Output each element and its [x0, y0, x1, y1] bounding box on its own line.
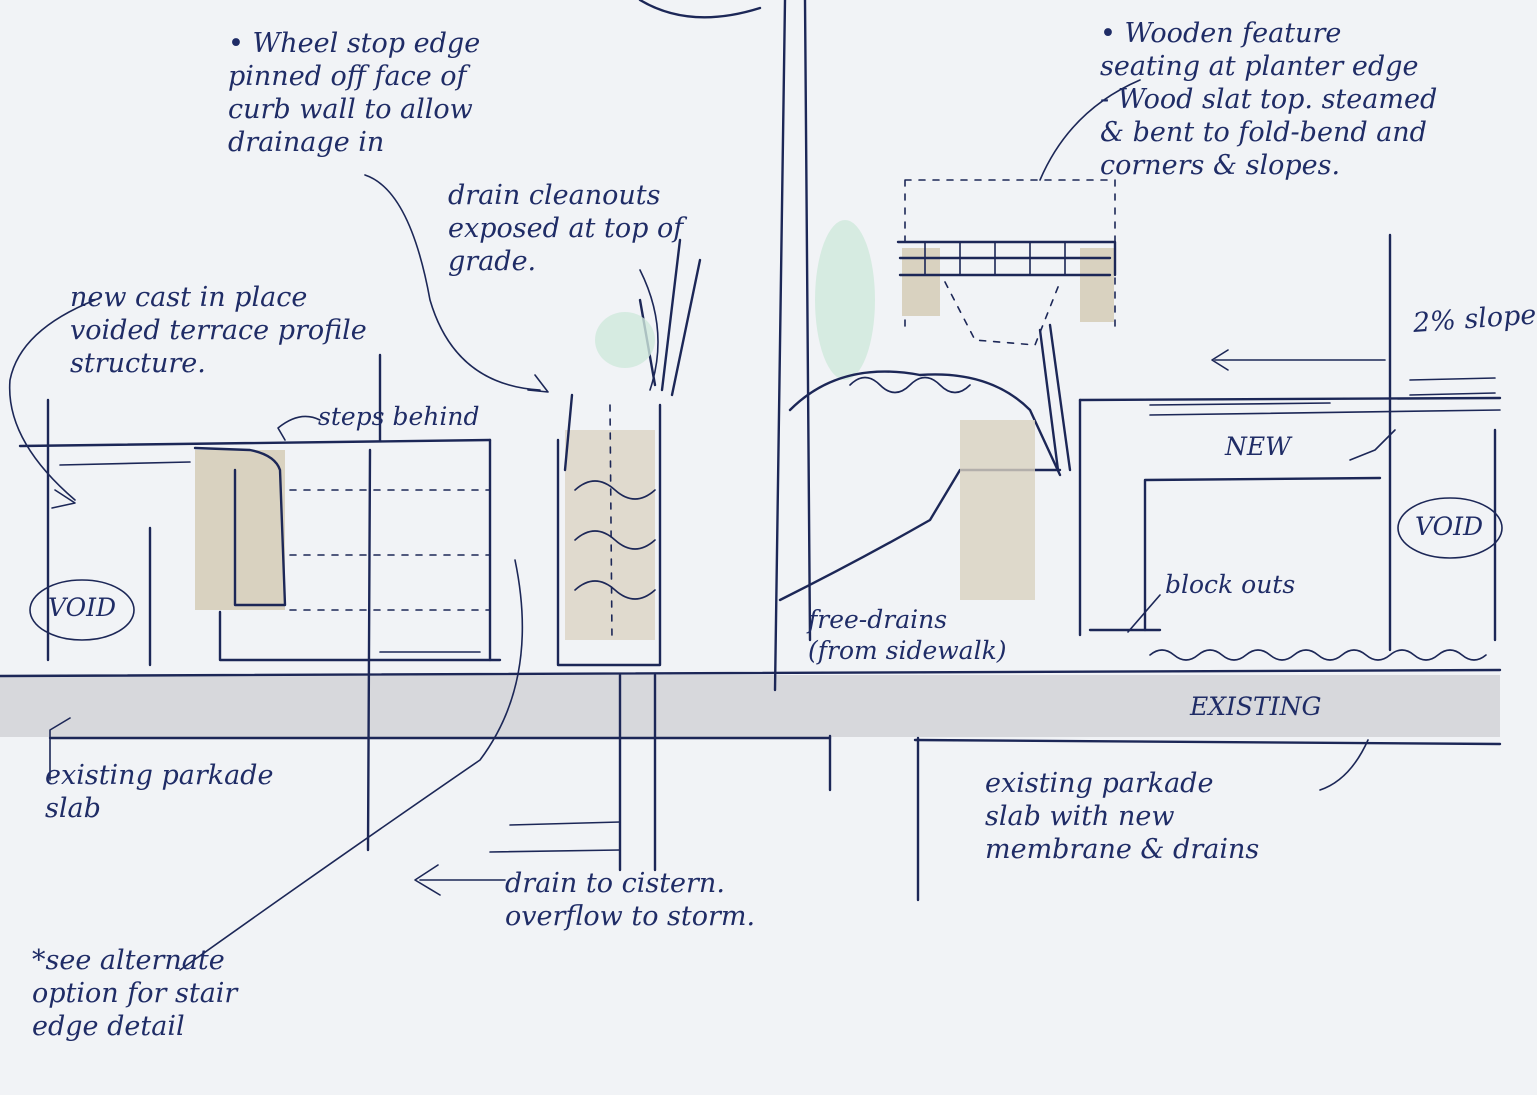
- leader-block-outs: [1127, 594, 1161, 633]
- planting-wash-2: [815, 220, 875, 380]
- leader-seating: [1039, 79, 1141, 181]
- planter-gravel: [574, 480, 656, 600]
- arrowhead-wheel-stop: [527, 374, 549, 393]
- seat-end-right: [1080, 248, 1114, 322]
- planter-edge-strip: [563, 393, 574, 472]
- terrace-vertical-cut: [366, 448, 372, 852]
- label-existing: EXISTING: [1190, 692, 1322, 721]
- block-out-wall: [1078, 398, 1162, 637]
- note-steps-behind: steps behind: [318, 402, 480, 431]
- note-wooden-seating: • Wooden feature seating at planter edge…: [1100, 18, 1438, 181]
- seat-slats: [896, 240, 1117, 277]
- tree-branch: [638, 0, 762, 19]
- leader-wheel-stop: [364, 174, 541, 391]
- note-cleanouts: drain cleanouts exposed at top of grade.: [448, 180, 684, 277]
- leader-cleanouts: [639, 269, 659, 391]
- void-left-bubble: [29, 579, 135, 641]
- leader-terrace: [8, 299, 96, 501]
- planter-edge-right: [1038, 323, 1072, 472]
- sketch-sheet: • Wheel stop edge pinned off face of cur…: [0, 0, 1537, 1042]
- right-void-outline: [1143, 476, 1382, 632]
- shrubs: [849, 376, 971, 394]
- existing-slab-band: [0, 675, 1500, 737]
- tree-trunk: [773, 0, 812, 692]
- planter-walls: [556, 403, 662, 667]
- terrace-top-line: [18, 438, 492, 448]
- note-free-drains: free-drains (from sidewalk): [808, 605, 1007, 665]
- planting-wash-1: [595, 312, 655, 368]
- slope-arrowhead: [1211, 349, 1229, 371]
- cleanout-pipe: [609, 404, 613, 641]
- slat-divisions: [924, 241, 1066, 276]
- label-void-left: VOID: [48, 593, 117, 622]
- drain-lines: [489, 821, 621, 853]
- leader-alternate: [179, 559, 524, 971]
- mound-top: [788, 370, 1062, 477]
- leader-existing-left: [49, 717, 71, 781]
- arrowhead-terrace: [51, 489, 76, 509]
- note-see-alternate: *see alternate option for stair edge det…: [32, 945, 238, 1042]
- note-existing-slab-right: existing parkade slab with new membrane …: [985, 768, 1260, 865]
- section-drawing: [0, 0, 1503, 971]
- note-existing-slab-left: existing parkade slab: [45, 760, 274, 824]
- drain-arrowhead: [414, 864, 441, 896]
- note-terrace: new cast in place voided terrace profile…: [70, 282, 367, 379]
- leader-new: [1349, 429, 1396, 461]
- seat-support: [944, 281, 1061, 346]
- label-new: NEW: [1225, 432, 1291, 461]
- terrace-step-1: [59, 461, 191, 466]
- terrace-tan-block: [195, 450, 285, 610]
- seat-end-left: [902, 248, 940, 316]
- slab-bottom-line-right: [913, 738, 1502, 746]
- seat-base-fill: [960, 420, 1035, 600]
- note-wheel-stop: • Wheel stop edge pinned off face of cur…: [228, 28, 481, 158]
- terrace-base: [218, 610, 502, 662]
- wheel-stop-profile: [193, 446, 287, 607]
- void-right-bubble: [1397, 497, 1503, 559]
- note-block-outs: block outs: [1165, 570, 1296, 599]
- leader-existing-right: [1319, 739, 1369, 791]
- right-top: [1078, 396, 1502, 402]
- label-void-right: VOID: [1415, 512, 1484, 541]
- note-drain-cistern: drain to cistern. overflow to storm.: [505, 868, 756, 932]
- right-deck-edge: [1409, 377, 1496, 396]
- drain-pipe: [618, 673, 657, 872]
- leader-steps: [277, 415, 321, 441]
- mound-slope: [778, 468, 1062, 602]
- new-membrane: [1149, 649, 1487, 661]
- slab-top-line: [0, 668, 1502, 678]
- right-deck: [1149, 402, 1501, 416]
